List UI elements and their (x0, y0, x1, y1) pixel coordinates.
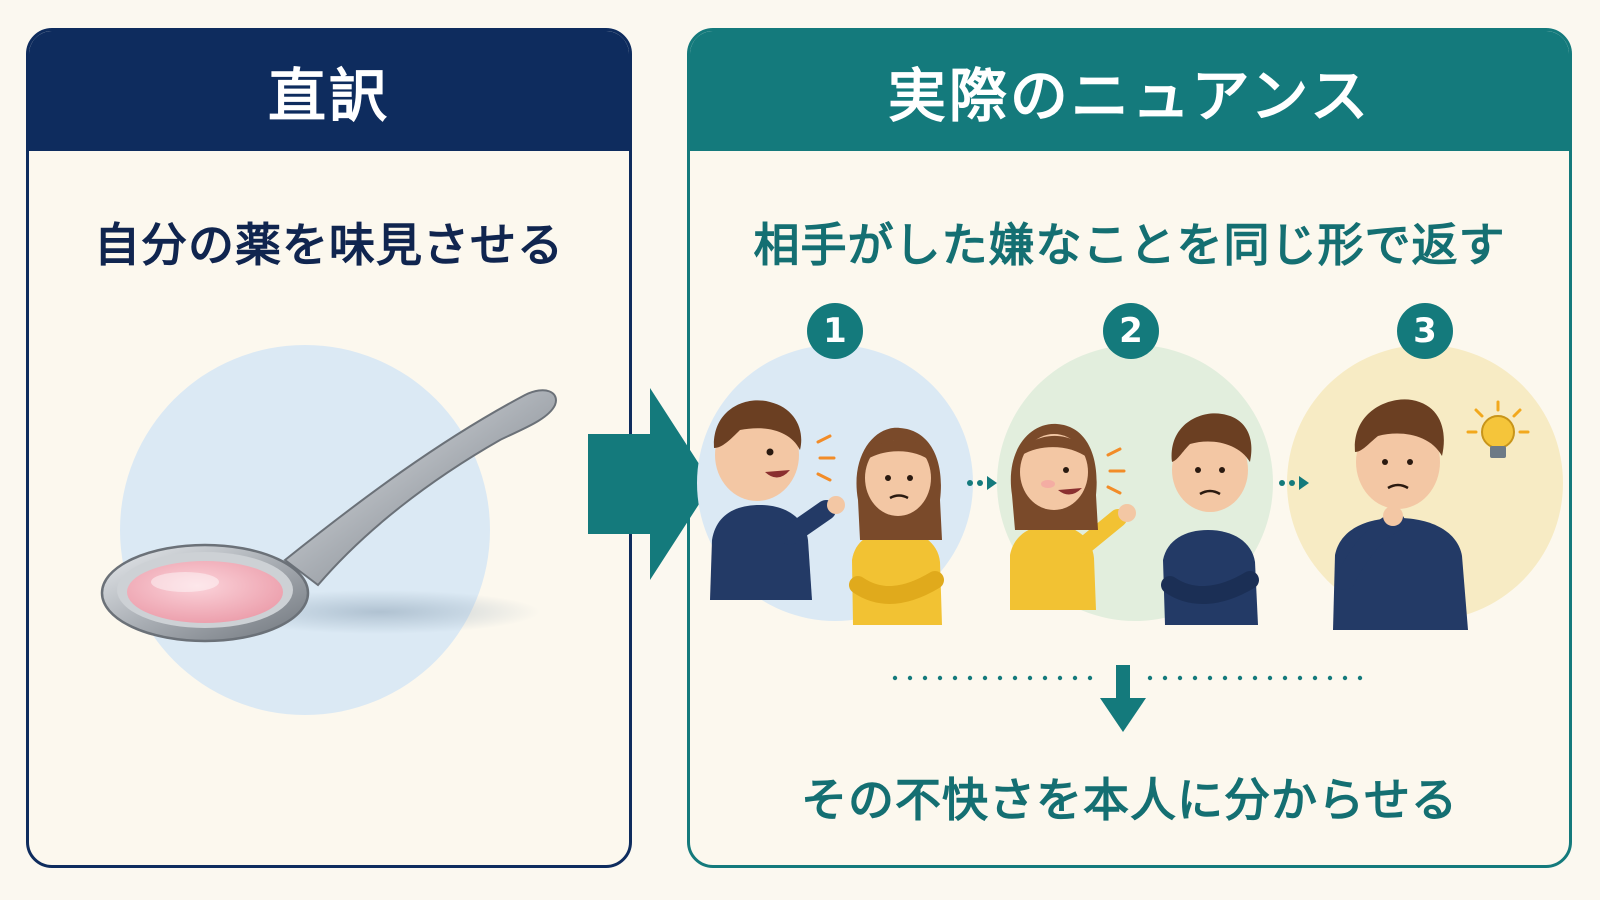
step-connector-2-3 (1279, 476, 1309, 490)
divider-dot (1207, 675, 1213, 681)
divider-dot (907, 675, 913, 681)
divider-dot (1267, 675, 1273, 681)
actual-nuance-text: 相手がした嫌なことを同じ形で返す (753, 218, 1506, 272)
literal-translation-panel: 直訳 自分の薬を味見させる (26, 28, 632, 868)
divider-dot (952, 675, 958, 681)
divider-dot (1252, 675, 1258, 681)
actual-nuance-header: 実際のニュアンス (690, 31, 1569, 151)
lightbulb-icon (1466, 400, 1530, 458)
step-badge-1: 1 (807, 303, 863, 359)
scene-1-characters (710, 400, 944, 625)
divider-dot (1192, 675, 1198, 681)
divider-dot (982, 675, 988, 681)
arrow-right-icon (588, 388, 712, 580)
divider-dot (1357, 675, 1363, 681)
step-badge-3: 3 (1397, 303, 1453, 359)
divider-dot (967, 675, 973, 681)
result-divider (892, 675, 1363, 681)
divider-dot (1342, 675, 1348, 681)
divider-dot (1237, 675, 1243, 681)
divider-dot (892, 675, 898, 681)
conclusion-text: その不快さを本人に分からせる (800, 773, 1459, 827)
divider-dot (1072, 675, 1078, 681)
divider-dot (1312, 675, 1318, 681)
literal-translation-text: 自分の薬を味見させる (94, 218, 564, 272)
divider-dot (1162, 675, 1168, 681)
divider-dot (997, 675, 1003, 681)
divider-dot (1012, 675, 1018, 681)
divider-dot (1057, 675, 1063, 681)
divider-dot (937, 675, 943, 681)
divider-dot (1282, 675, 1288, 681)
divider-dot (1087, 675, 1093, 681)
divider-dot (1327, 675, 1333, 681)
arrow-down-icon (1100, 665, 1146, 732)
spoon-icon (100, 345, 557, 715)
divider-dot (1222, 675, 1228, 681)
divider-dot (1147, 675, 1153, 681)
step-connector-1-2 (967, 476, 997, 490)
scene-2-characters (1010, 413, 1259, 625)
divider-dot (1177, 675, 1183, 681)
divider-dot (1027, 675, 1033, 681)
step-badge-2: 2 (1103, 303, 1159, 359)
divider-dot (1042, 675, 1048, 681)
divider-dot (1297, 675, 1303, 681)
scene-3-characters (1333, 399, 1530, 630)
divider-dot (922, 675, 928, 681)
literal-translation-header: 直訳 (29, 31, 629, 151)
